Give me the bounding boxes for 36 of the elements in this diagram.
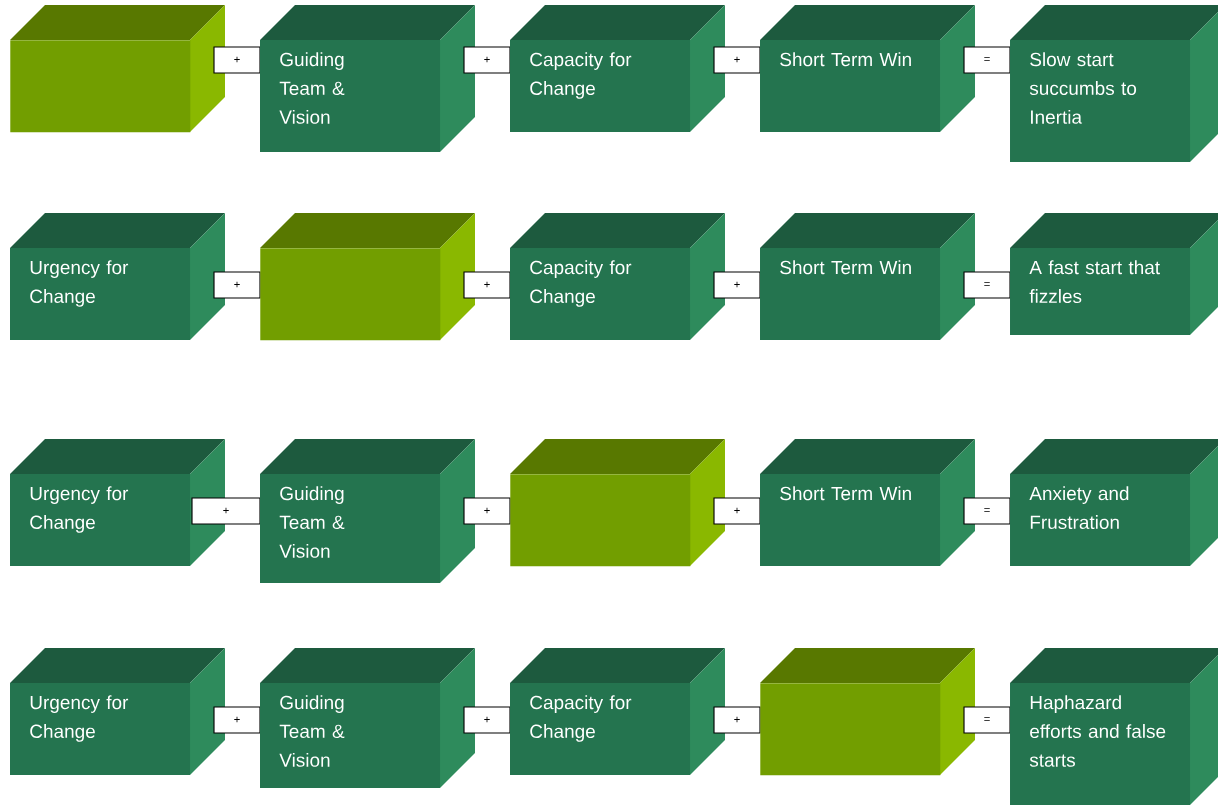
3d-box: Anxiety and Frustration (1010, 439, 1218, 566)
operator-box: + (213, 271, 261, 299)
operator-box: + (213, 46, 261, 74)
3d-box: Capacity for Change (510, 213, 725, 340)
operator-box: + (713, 706, 761, 734)
3d-box: Guiding Team & Vision (260, 648, 475, 788)
operator-box: = (963, 271, 1011, 299)
3d-box (260, 213, 475, 341)
operator-box: = (963, 46, 1011, 74)
operator-box: + (191, 497, 261, 525)
3d-box: Guiding Team & Vision (260, 5, 475, 152)
3d-box: Short Term Win (760, 213, 975, 340)
3d-box: Slow start succumbs to Inertia (1010, 5, 1218, 162)
operator-box: + (463, 497, 511, 525)
operator-box: + (463, 271, 511, 299)
operator-box: + (713, 46, 761, 74)
3d-box (760, 648, 975, 776)
operator-box: + (463, 46, 511, 74)
3d-box: Urgency for Change (10, 439, 225, 566)
3d-box (510, 439, 725, 567)
3d-box: Guiding Team & Vision (260, 439, 475, 583)
3d-box: Capacity for Change (510, 5, 725, 132)
3d-box: Short Term Win (760, 5, 975, 132)
3d-box: Urgency for Change (10, 648, 225, 775)
operator-box: + (463, 706, 511, 734)
operator-box: = (963, 497, 1011, 525)
3d-box: Short Term Win (760, 439, 975, 566)
3d-box: Urgency for Change (10, 213, 225, 340)
operator-box: = (963, 706, 1011, 734)
operator-box: + (713, 271, 761, 299)
3d-box: A fast start that fizzles (1010, 213, 1218, 335)
3d-box: Haphazard efforts and false starts (1010, 648, 1218, 805)
operator-box: + (713, 497, 761, 525)
3d-box: Capacity for Change (510, 648, 725, 775)
operator-box: + (213, 706, 261, 734)
3d-box (10, 5, 225, 133)
